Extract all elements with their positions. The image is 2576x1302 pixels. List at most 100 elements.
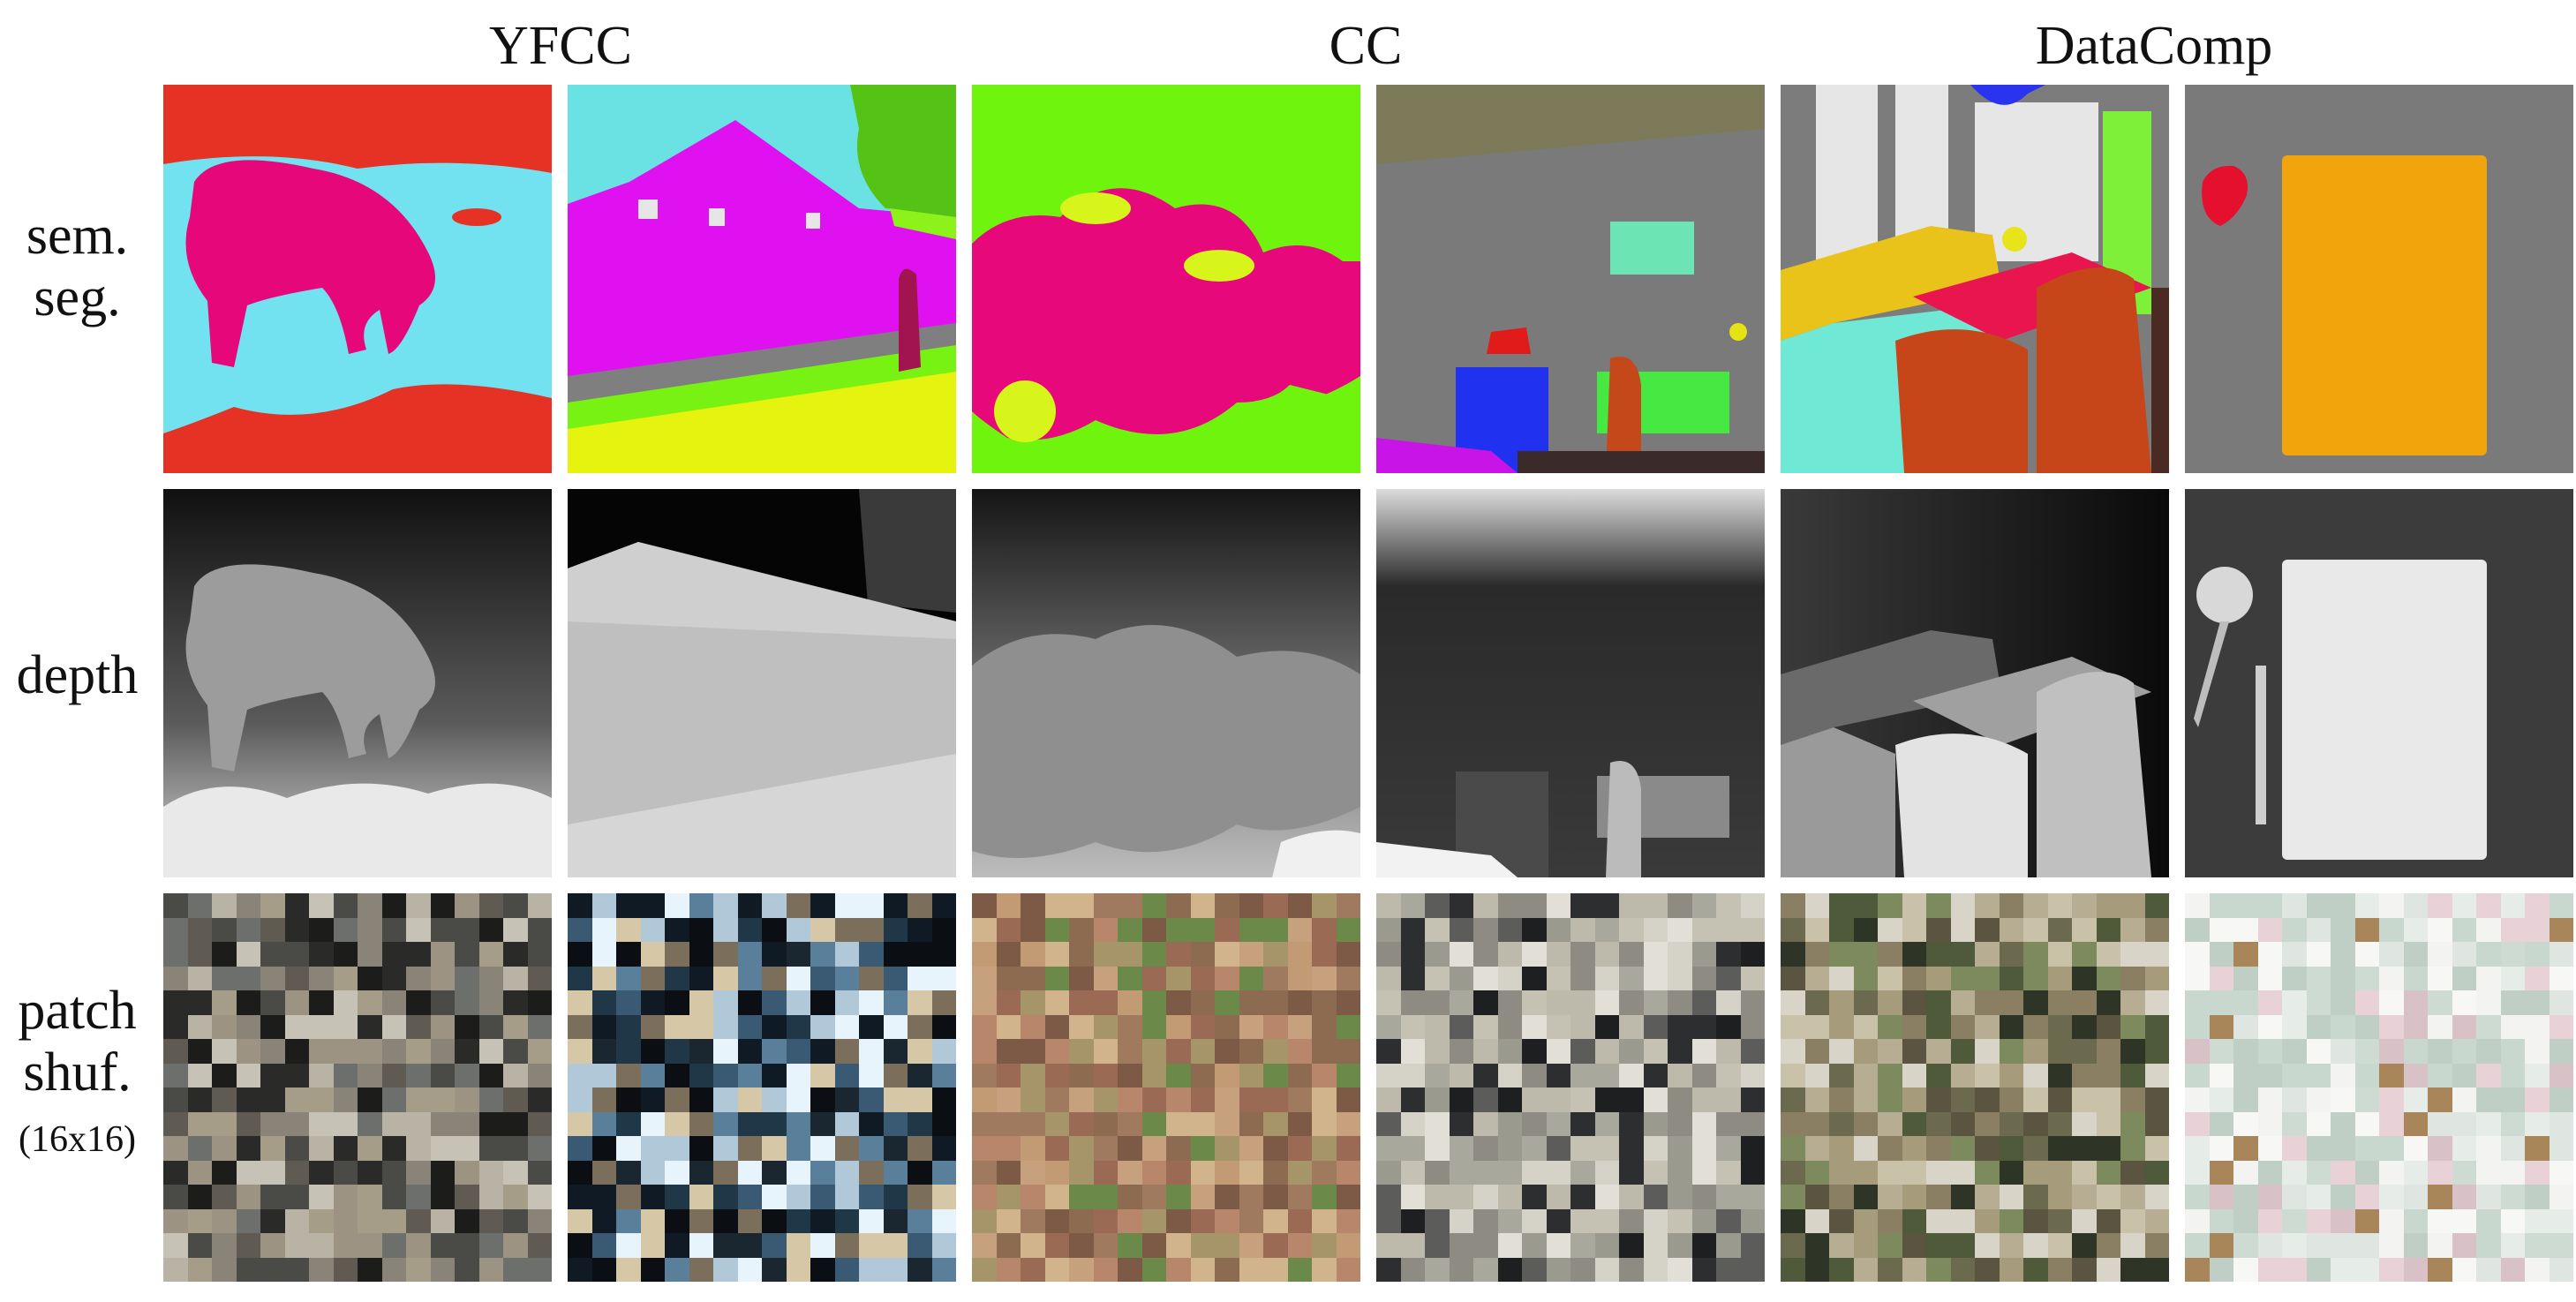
shuffle-patch	[1781, 1185, 1805, 1209]
shuffle-patch	[187, 1063, 212, 1088]
shuffle-patch	[358, 1014, 382, 1039]
shuffle-patch	[2233, 1208, 2258, 1233]
shuffle-patch	[2452, 1257, 2476, 1282]
shuffle-patch	[931, 1111, 956, 1136]
shuffle-patch	[455, 917, 479, 942]
shuffle-patch	[1263, 917, 1288, 942]
shuffle-patch	[568, 1208, 592, 1233]
shuffle-patch	[1643, 966, 1668, 990]
shuffle-patch	[616, 1136, 641, 1161]
shuffle-patch	[2144, 1014, 2169, 1039]
shuffle-patch	[260, 1185, 285, 1209]
shuffle-patch	[1668, 1014, 1692, 1039]
shuffle-patch	[1118, 1014, 1142, 1039]
shuffle-patch	[2500, 1160, 2525, 1185]
shuffle-patch	[1400, 1063, 1425, 1088]
shuffle-patch	[1069, 966, 1094, 990]
shuffle-patch	[1336, 1257, 1360, 1282]
shuffle-patch	[1166, 1136, 1191, 1161]
shuffle-patch	[1215, 1111, 1239, 1136]
shuffle-patch	[1166, 893, 1191, 918]
shuffle-patch	[2500, 1063, 2525, 1088]
shuffle-patch	[1044, 1185, 1069, 1209]
shuffle-patch	[1691, 1208, 1716, 1233]
shuffle-patch	[527, 1233, 552, 1258]
shuffle-patch	[810, 917, 835, 942]
shuffle-patch	[2525, 1014, 2550, 1039]
shuffle-patch	[1336, 942, 1360, 967]
shuffle-patch	[1497, 1233, 1522, 1258]
shuffle-patch	[1716, 1160, 1741, 1185]
shuffle-patch	[810, 966, 835, 990]
shuffle-patch	[1093, 990, 1118, 1015]
shuffle-patch	[1141, 1088, 1166, 1112]
shuffle-patch	[2306, 1039, 2331, 1064]
shuffle-patch	[1336, 966, 1360, 990]
shuffle-patch	[1093, 1136, 1118, 1161]
shuffle-patch	[2331, 893, 2355, 918]
shuffle-patch	[834, 1185, 859, 1209]
shuffle-patch	[187, 1088, 212, 1112]
shuffle-patch	[1902, 1136, 1926, 1161]
shuffle-patch	[2428, 1136, 2452, 1161]
depth-image-cc-2	[1376, 489, 1765, 877]
shuffle-patch	[1668, 1160, 1692, 1185]
shuffle-patch	[2549, 1257, 2573, 1282]
shuffle-patch	[478, 1111, 503, 1136]
shuffle-patch	[381, 1233, 406, 1258]
shuffle-patch	[1473, 1136, 1498, 1161]
shuffle-patch	[1400, 966, 1425, 990]
shuffle-patch	[381, 1136, 406, 1161]
shuffle-patch	[527, 1185, 552, 1209]
shuffle-patch	[2233, 893, 2258, 918]
shuffle-patch	[1021, 1257, 1045, 1282]
shuffle-patch	[810, 1111, 835, 1136]
shuffle-patch	[406, 893, 431, 918]
shuffle-patch	[187, 1257, 212, 1282]
shuffle-patch	[883, 1063, 908, 1088]
shuffle-patch	[1425, 942, 1450, 967]
shuffle-patch	[616, 1014, 641, 1039]
shuffle-patch	[1141, 1014, 1166, 1039]
shuffle-patch	[2120, 1136, 2145, 1161]
shuffle-patch	[786, 1185, 810, 1209]
shuffle-patch	[1118, 1160, 1142, 1185]
shuffle-patch	[2379, 917, 2404, 942]
shuffle-patch	[1044, 1014, 1069, 1039]
shuffle-patch	[1999, 990, 2023, 1015]
shuffle-patch	[786, 1014, 810, 1039]
shuffle-patch	[1902, 990, 1926, 1015]
shuffle-patch	[1376, 1088, 1401, 1112]
shuffle-patch	[2379, 1014, 2404, 1039]
shuffle-patch	[478, 1088, 503, 1112]
shuffle-patch	[810, 1185, 835, 1209]
shuffle-patch	[1804, 1257, 1829, 1282]
shuffle-patch	[1312, 1257, 1337, 1282]
shuffle-patch	[1069, 1063, 1094, 1088]
shuffle-patch	[309, 1257, 334, 1282]
shuffle-patch	[1141, 1257, 1166, 1282]
shuffle-patch	[1781, 1257, 1805, 1282]
shuffle-patch	[1740, 1063, 1765, 1088]
shuffle-patch	[2500, 1136, 2525, 1161]
shuffle-patch	[1021, 942, 1045, 967]
shuffle-patch	[1400, 942, 1425, 967]
shuffle-patch	[834, 1208, 859, 1233]
shuffle-patch	[260, 1063, 285, 1088]
shuffle-patch	[1239, 1257, 1263, 1282]
shuffle-patch	[1975, 893, 2000, 918]
shuffle-patch	[1449, 893, 1473, 918]
shuffle-patch	[931, 1063, 956, 1088]
shuffle-patch	[1740, 1014, 1765, 1039]
shuffle-patch	[1522, 1063, 1547, 1088]
shuffle-patch	[1166, 990, 1191, 1015]
shuffle-patch	[2549, 1136, 2573, 1161]
shuffle-patch	[689, 1063, 713, 1088]
shuffle-patch	[1668, 942, 1692, 967]
shuffle-patch	[1691, 893, 1716, 918]
shuffle-patch	[1546, 1233, 1570, 1258]
shuffle-patch	[859, 1063, 884, 1088]
shuffle-patch	[2233, 917, 2258, 942]
shuffle-patch	[1449, 1063, 1473, 1088]
shuffle-patch	[1021, 1039, 1045, 1064]
